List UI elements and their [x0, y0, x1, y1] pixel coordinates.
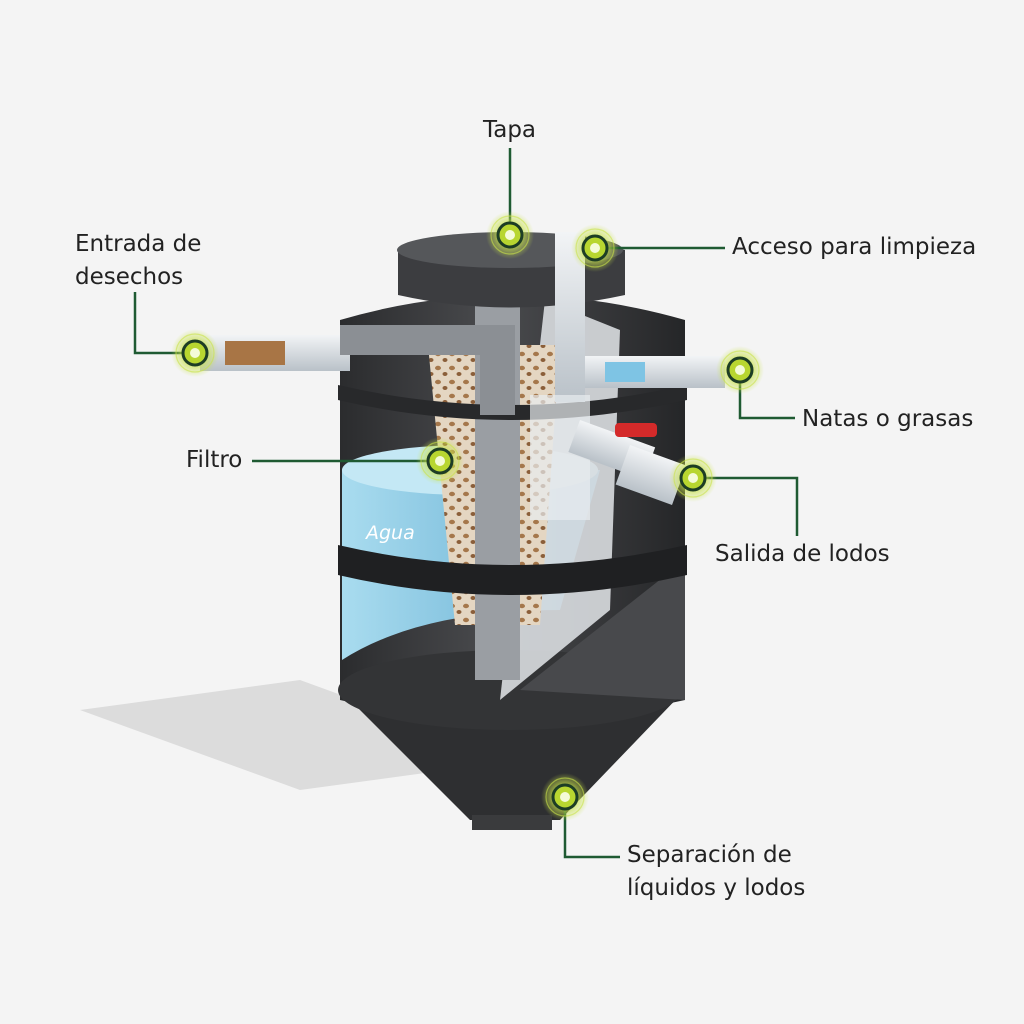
label-separacion-line2: líquidos y lodos: [627, 875, 806, 901]
tank-band: [338, 545, 687, 595]
label-entrada-line1: Entrada de: [75, 231, 202, 257]
tank-shadow: [80, 680, 520, 790]
hotspot-entrada[interactable]: [171, 329, 219, 377]
scum-outlet-pipe: [585, 356, 725, 388]
inlet-pipe: [200, 325, 515, 415]
valve-handle: [615, 423, 657, 437]
hotspot-salida[interactable]: [669, 454, 717, 502]
hotspots: [171, 211, 764, 821]
hotspot-filtro[interactable]: [416, 437, 464, 485]
label-entrada-line2: desechos: [75, 264, 184, 290]
hotspot-natas[interactable]: [716, 346, 764, 394]
label-acceso-limpieza: Acceso para limpieza: [732, 234, 977, 260]
label-separacion-line1: Separación de: [627, 842, 792, 868]
label-filtro: Filtro: [186, 447, 243, 473]
sludge-outlet-pipe: [568, 419, 687, 505]
hotspot-acceso[interactable]: [571, 224, 619, 272]
label-salida-lodos: Salida de lodos: [715, 541, 890, 567]
hotspot-tapa[interactable]: [486, 211, 534, 259]
label-natas-grasas: Natas o grasas: [802, 406, 974, 432]
water-label: Agua: [366, 522, 415, 544]
label-tapa: Tapa: [483, 117, 537, 143]
hotspot-separacion[interactable]: [541, 773, 589, 821]
